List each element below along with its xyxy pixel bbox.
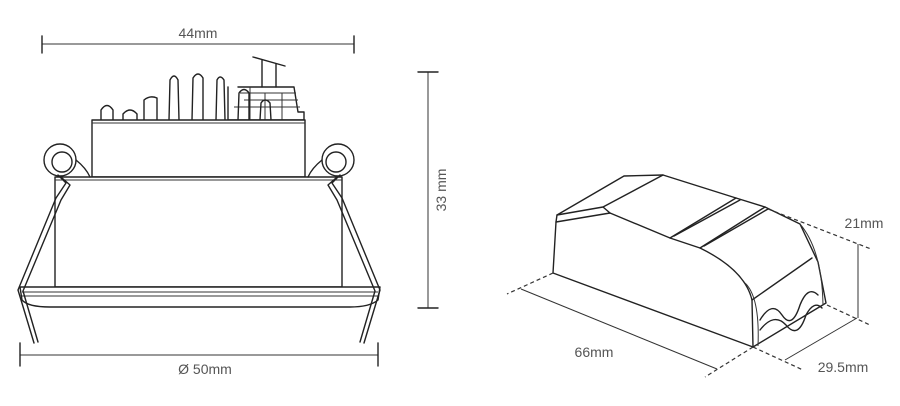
diameter-label: Ø 50mm xyxy=(178,361,232,377)
length-dimension: 66mm xyxy=(506,272,754,378)
spring-clip-right xyxy=(307,143,381,344)
driver-height-label: 21mm xyxy=(845,215,884,231)
width-label: 44mm xyxy=(179,25,218,41)
depth-label: 29.5mm xyxy=(818,359,869,375)
depth-dimension: 29.5mm xyxy=(752,304,871,375)
driver-height-dimension: 21mm xyxy=(767,208,884,318)
driver-housing xyxy=(91,119,306,178)
height-dimension: 33 mm xyxy=(417,71,449,309)
pins xyxy=(100,73,272,121)
diameter-dimension: Ø 50mm xyxy=(19,342,379,377)
trim-flange xyxy=(19,286,381,308)
downlight-side-view: 44mm xyxy=(17,25,449,377)
driver-isometric-view: 66mm 29.5mm 21mm xyxy=(506,174,884,378)
height-label: 33 mm xyxy=(433,169,449,212)
driver-terminal xyxy=(227,56,305,121)
terminal-screws xyxy=(759,291,823,332)
length-label: 66mm xyxy=(575,344,614,360)
spring-clip-left xyxy=(17,143,91,344)
width-dimension: 44mm xyxy=(41,25,355,54)
driver-body xyxy=(552,174,827,348)
lamp-body xyxy=(54,176,343,288)
